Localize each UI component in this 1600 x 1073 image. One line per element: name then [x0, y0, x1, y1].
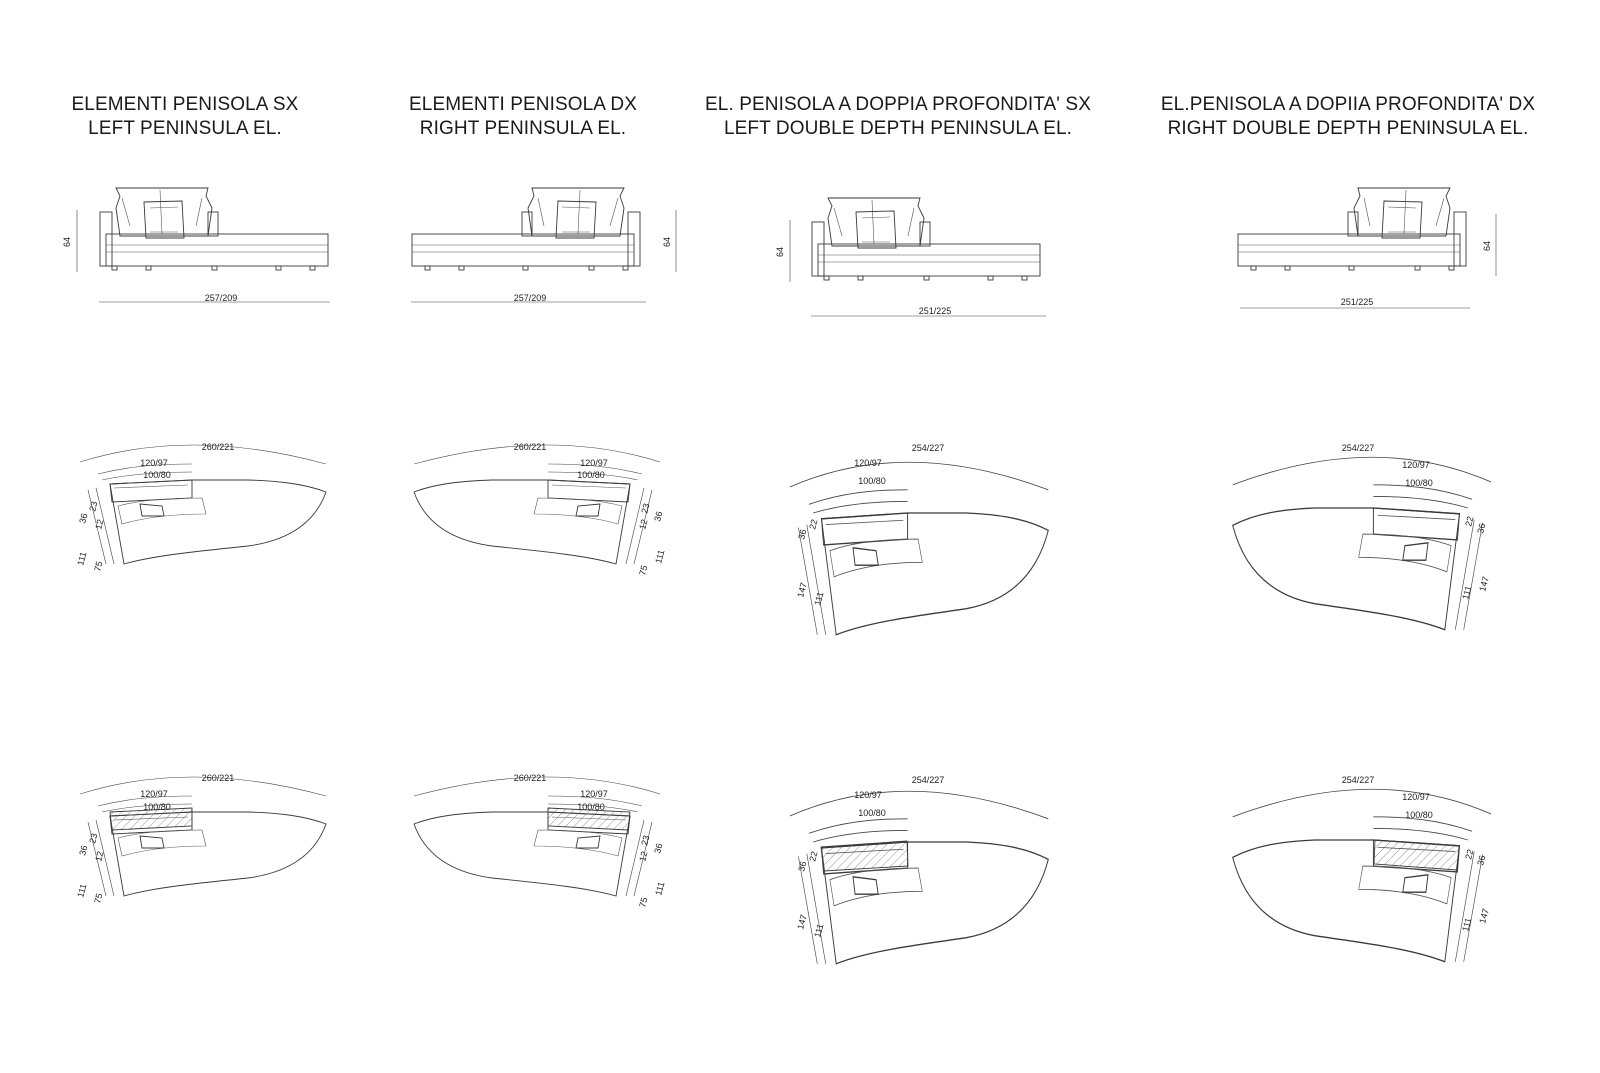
- title-english: LEFT PENINSULA EL.: [88, 118, 282, 139]
- dimension-depth-e: 111: [812, 591, 825, 607]
- dimension-arc-outer: 260/221: [202, 442, 235, 452]
- dimension-arc-outer: 254/227: [1342, 775, 1375, 785]
- dimension-depth-b: 36: [77, 844, 89, 856]
- dimension-arc-inner: 100/80: [577, 802, 605, 812]
- dimension-depth-c: 12: [637, 850, 649, 862]
- dimension-width-label: 251/225: [919, 306, 952, 316]
- dimension-depth-c: 12: [637, 518, 649, 530]
- dimension-height-label: 64: [775, 247, 785, 257]
- dimension-arc-inner: 100/80: [1405, 478, 1433, 488]
- dimension-depth-b: 36: [652, 842, 664, 854]
- dimension-depth-a: 22: [1463, 515, 1475, 527]
- plan-view-left-double-depth-hatched: [789, 790, 1049, 965]
- dimension-width-label: 257/209: [205, 293, 238, 303]
- dimension-depth-d: 147: [795, 913, 809, 930]
- dimension-arc-mid: 120/97: [1402, 792, 1430, 802]
- dimension-depth-b: 36: [796, 860, 808, 872]
- dimension-arc-mid: 120/97: [1402, 460, 1430, 470]
- dimension-width-label: 251/225: [1341, 297, 1374, 307]
- dimension-arc-outer: 260/221: [514, 442, 547, 452]
- dimension-depth-b: 36: [77, 512, 89, 524]
- dimension-depth-b: 36: [652, 510, 664, 522]
- dimension-depth-c: 12: [93, 850, 105, 862]
- dimension-depth-e: 75: [92, 892, 104, 904]
- dimension-depth-a: 23: [639, 834, 651, 846]
- dimension-arc-mid: 120/97: [854, 790, 882, 800]
- dimension-depth-a: 23: [87, 500, 99, 512]
- dimension-depth-d: 111: [75, 551, 88, 567]
- plan-view-right-double-depth-hatched: [1232, 788, 1492, 963]
- dimension-depth-d: 111: [653, 549, 666, 565]
- dimension-arc-mid: 120/97: [140, 458, 168, 468]
- dimension-depth-e: 75: [637, 896, 649, 908]
- dimension-depth-d: 111: [653, 881, 666, 897]
- dimension-arc-inner: 100/80: [858, 476, 886, 486]
- dimension-arc-inner: 100/80: [858, 808, 886, 818]
- dimension-arc-outer: 254/227: [912, 443, 945, 453]
- dimension-depth-d: 111: [75, 883, 88, 899]
- dimension-depth-a: 22: [1463, 848, 1475, 860]
- plan-view-left-peninsula-hatched: [79, 776, 327, 897]
- dimension-depth-a: 22: [807, 850, 819, 862]
- title-italian: ELEMENTI PENISOLA SX: [71, 94, 299, 115]
- title-english: RIGHT DOUBLE DEPTH PENINSULA EL.: [1167, 118, 1529, 139]
- front-elevation-left-double-depth: [811, 197, 1041, 281]
- front-elevation-right-double-depth: [1237, 187, 1467, 271]
- dimension-depth-d: 147: [1477, 575, 1491, 592]
- dimension-depth-e: 75: [92, 560, 104, 572]
- dimension-height-label: 64: [1482, 241, 1492, 251]
- title-english: LEFT DOUBLE DEPTH PENINSULA EL.: [723, 118, 1073, 139]
- dimension-arc-outer: 260/221: [514, 773, 547, 783]
- title-english: RIGHT PENINSULA EL.: [419, 118, 627, 139]
- plan-view-left-double-depth: [789, 461, 1049, 636]
- title-italian: EL. PENISOLA A DOPPIA PROFONDITA' SX: [705, 94, 1091, 115]
- dimension-depth-d: 147: [795, 581, 809, 598]
- dimension-depth-e: 111: [1460, 917, 1473, 933]
- column-title-left-peninsula: ELEMENTI PENISOLA SX LEFT PENINSULA EL.: [55, 93, 315, 141]
- dimension-arc-inner: 100/80: [143, 470, 171, 480]
- dimension-depth-e: 111: [812, 923, 825, 939]
- dimension-arc-outer: 260/221: [202, 773, 235, 783]
- column-title-left-double-depth: EL. PENISOLA A DOPPIA PROFONDITA' SX LEF…: [683, 93, 1113, 141]
- dimension-height-label: 64: [662, 237, 672, 247]
- title-italian: EL.PENISOLA A DOPIIA PROFONDITA' DX: [1160, 94, 1536, 115]
- dimension-arc-outer: 254/227: [1342, 443, 1375, 453]
- column-title-right-double-depth: EL.PENISOLA A DOPIIA PROFONDITA' DX RIGH…: [1138, 93, 1558, 141]
- dimension-arc-mid: 120/97: [854, 458, 882, 468]
- dimension-arc-mid: 120/97: [140, 789, 168, 799]
- plan-view-left-peninsula: [79, 444, 327, 565]
- dimension-depth-d: 147: [1477, 907, 1491, 924]
- front-elevation-left-peninsula: [99, 187, 329, 271]
- dimension-depth-a: 22: [807, 518, 819, 530]
- title-italian: ELEMENTI PENISOLA DX: [409, 94, 637, 115]
- column-title-right-peninsula: ELEMENTI PENISOLA DX RIGHT PENINSULA EL.: [393, 93, 653, 141]
- dimension-arc-inner: 100/80: [1405, 810, 1433, 820]
- dimension-depth-a: 23: [87, 832, 99, 844]
- front-elevation-right-peninsula: [411, 187, 641, 271]
- dimension-depth-b: 36: [1475, 854, 1487, 866]
- dimension-depth-e: 75: [637, 564, 649, 576]
- plan-view-right-double-depth: [1232, 456, 1492, 631]
- dimension-arc-inner: 100/80: [143, 802, 171, 812]
- dimension-arc-outer: 254/227: [912, 775, 945, 785]
- dimension-depth-a: 23: [639, 502, 651, 514]
- dimension-arc-inner: 100/80: [577, 470, 605, 480]
- dimension-arc-mid: 120/97: [580, 789, 608, 799]
- dimension-depth-b: 36: [1475, 522, 1487, 534]
- plan-view-right-peninsula-hatched: [413, 776, 661, 897]
- dimension-height-label: 64: [62, 237, 72, 247]
- plan-view-right-peninsula: [413, 444, 661, 565]
- dimension-arc-mid: 120/97: [580, 458, 608, 468]
- dimension-width-label: 257/209: [514, 293, 547, 303]
- dimension-depth-b: 36: [796, 528, 808, 540]
- dimension-depth-c: 12: [93, 518, 105, 530]
- dimension-depth-e: 111: [1460, 585, 1473, 601]
